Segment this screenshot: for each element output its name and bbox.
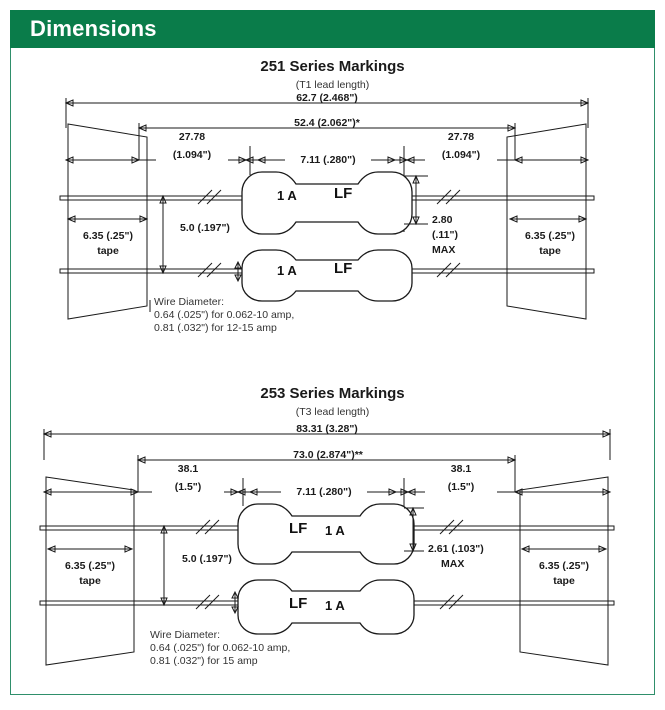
- body-marking-amp-253-lower: 1 A: [325, 598, 345, 613]
- dim-inner-253: 73.0 (2.874")**: [293, 449, 363, 461]
- dim-overall-253: 83.31 (3.28"): [296, 423, 358, 435]
- littelfuse-logo-icon-253-upper: LF: [289, 520, 308, 537]
- dim-dia-251-c: MAX: [432, 244, 456, 256]
- tape-left-label2-253: tape: [79, 575, 101, 587]
- dim-lead-right-253: 38.1: [450, 463, 472, 475]
- wire-note-251-3: 0.81 (.032") for 12-15 amp: [154, 322, 277, 334]
- dim-body-len-251: 7.11 (.280"): [285, 154, 371, 166]
- page-title: Dimensions: [30, 16, 157, 41]
- dim-lead-right-251: 27.78: [447, 131, 475, 143]
- littelfuse-logo-icon-251-lower: LF: [334, 260, 353, 277]
- dim-pitch-251: 5.0 (.197"): [180, 222, 230, 234]
- tape-right-label2-251: tape: [539, 245, 561, 257]
- littelfuse-logo-icon-251-upper: LF: [334, 185, 353, 202]
- tape-right-label-251: 6.35 (.25"): [525, 230, 575, 242]
- dim-overall-251: 62.7 (2.468"): [296, 92, 358, 104]
- dim-lead-left-in-253: (1.5"): [152, 481, 224, 493]
- tape-left-label2-251: tape: [97, 245, 119, 257]
- dim-inner-251: 52.4 (2.062")*: [294, 117, 360, 129]
- wire-note-253-3: 0.81 (.032") for 15 amp: [150, 655, 258, 667]
- dim-lead-left-251: 27.78: [178, 131, 206, 143]
- wire-note-253-1: Wire Diameter:: [150, 629, 221, 641]
- dim-lead-right-in-251: (1.094"): [425, 149, 497, 161]
- section-title-253: 253 Series Markings: [260, 385, 405, 402]
- wire-note-253-2: 0.64 (.025") for 0.062-10 amp,: [150, 642, 291, 654]
- littelfuse-logo-icon-253-lower: LF: [289, 595, 308, 612]
- dim-body-len-253: 7.11 (.280"): [281, 486, 367, 498]
- header-bar: [10, 10, 655, 48]
- dim-pitch-253: 5.0 (.197"): [182, 553, 232, 565]
- dim-lead-left-253: 38.1: [177, 463, 199, 475]
- section-subtitle-251: (T1 lead length): [295, 79, 370, 91]
- dim-dia-251-a: 2.80: [432, 214, 453, 226]
- tape-left-label-253: 6.35 (.25"): [65, 560, 115, 572]
- dim-dia-253-a: 2.61 (.103"): [428, 543, 484, 555]
- section-subtitle-253: (T3 lead length): [295, 406, 370, 418]
- body-marking-amp-251-lower: 1 A: [277, 263, 297, 278]
- tape-right-label2-253: tape: [553, 575, 575, 587]
- dim-dia-251-b: (.11"): [432, 229, 458, 241]
- section-title-251: 251 Series Markings: [260, 58, 405, 75]
- wire-note-251-1: Wire Diameter:: [154, 296, 225, 308]
- body-marking-amp-253-upper: 1 A: [325, 523, 345, 538]
- tape-left-label-251: 6.35 (.25"): [83, 230, 133, 242]
- dim-lead-right-in-253: (1.5"): [425, 481, 497, 493]
- dim-lead-left-in-251: (1.094"): [156, 149, 228, 161]
- wire-note-251-2: 0.64 (.025") for 0.062-10 amp,: [154, 309, 295, 321]
- body-marking-amp-251-upper: 1 A: [277, 188, 297, 203]
- dim-dia-253-b: MAX: [441, 558, 465, 570]
- tape-right-label-253: 6.35 (.25"): [539, 560, 589, 572]
